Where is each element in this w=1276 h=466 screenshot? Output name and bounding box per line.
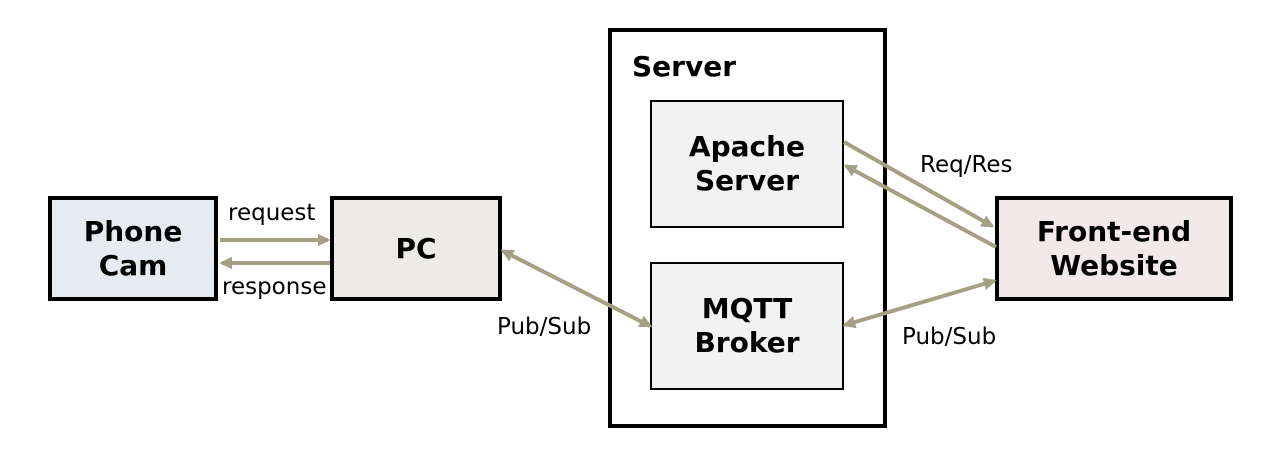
phone-cam-box: Phone Cam [48, 196, 218, 301]
frontend-to-apache-arrow [843, 164, 997, 249]
apache-frontend-label: Req/Res [920, 152, 1013, 178]
mqtt-frontend-label: Pub/Sub [902, 324, 997, 350]
pc-label: PC [395, 231, 437, 265]
apache-server-label: Apache Server [688, 130, 806, 197]
mqtt-frontend-arrow [842, 277, 997, 329]
server-label: Server [632, 50, 737, 83]
pc-mqtt-label: Pub/Sub [497, 314, 592, 340]
apache-server-box: Apache Server [650, 100, 844, 228]
response-label: response [222, 274, 327, 300]
pc-box: PC [330, 196, 502, 301]
pc-mqtt-arrow [500, 249, 653, 328]
phone-cam-label: Phone Cam [83, 214, 183, 282]
mqtt-broker-label: MQTT Broker [694, 292, 800, 359]
frontend-website-box: Front-end Website [995, 196, 1233, 301]
apache-to-frontend-arrow [843, 140, 995, 228]
request-label: request [228, 200, 316, 226]
frontend-website-label: Front-end Website [1036, 214, 1192, 282]
